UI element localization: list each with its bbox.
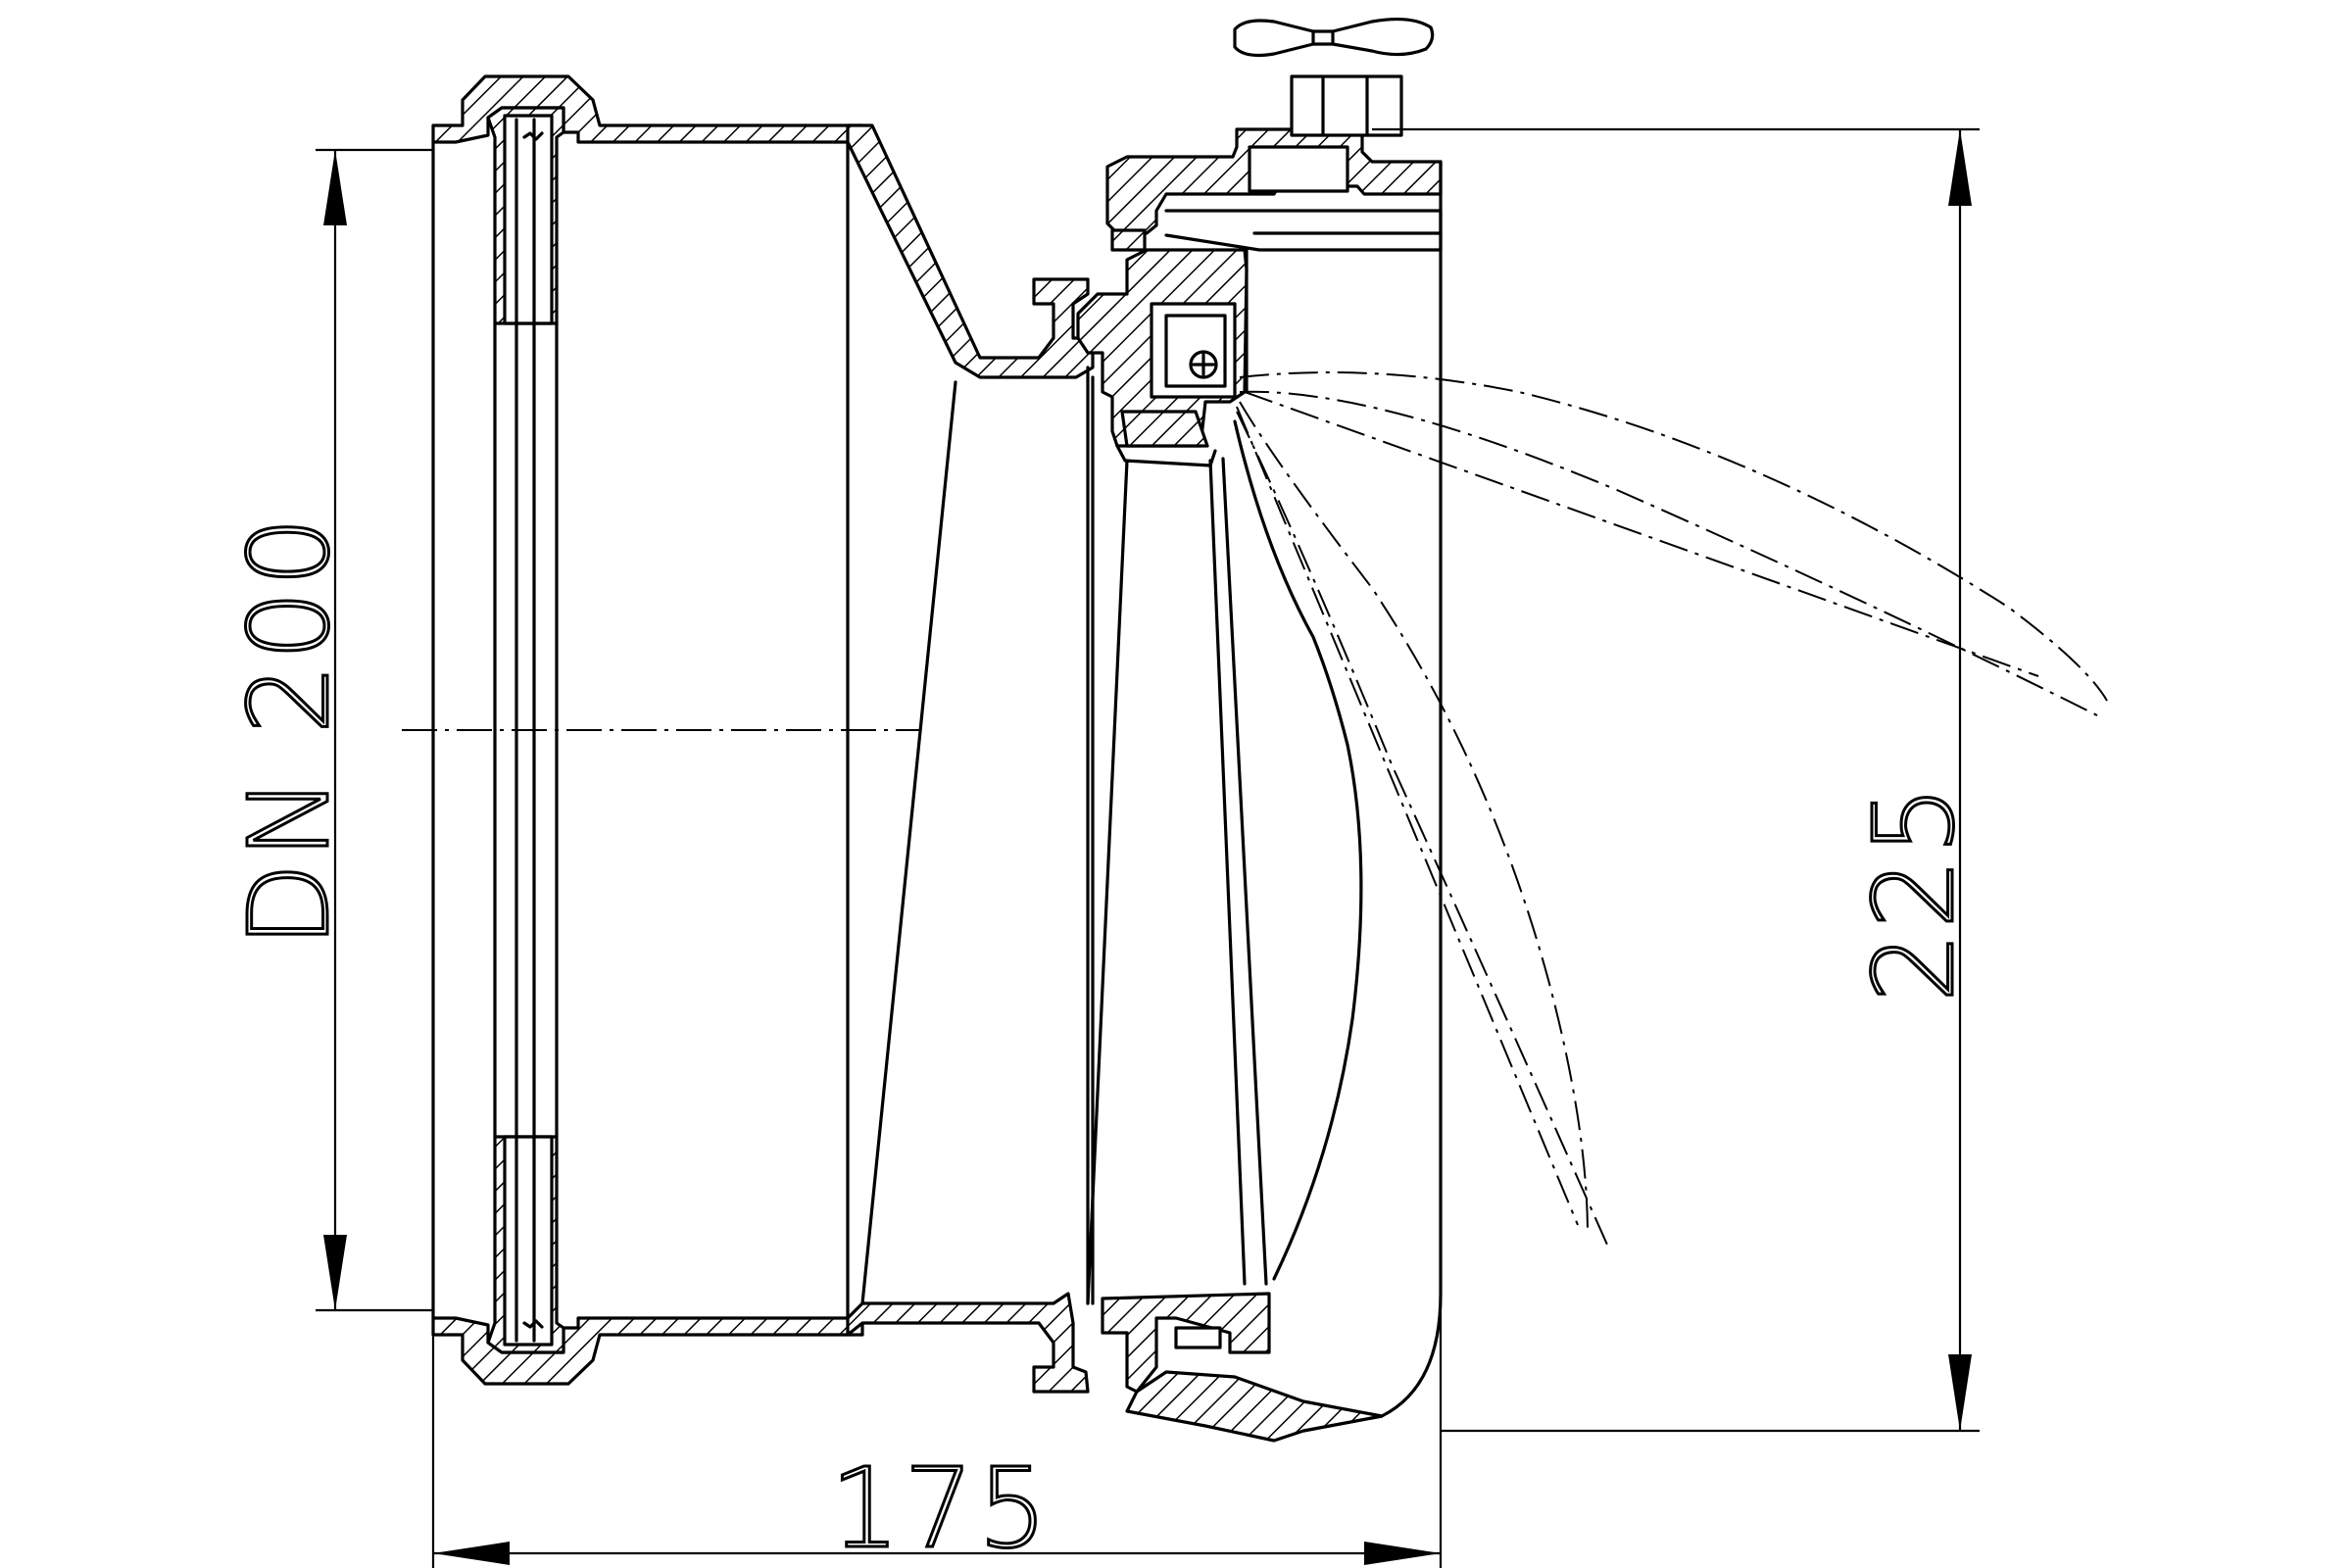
dimension-length: 175 <box>431 1294 1443 1568</box>
socket-bottom <box>431 1135 864 1386</box>
dimension-diameter: DN 200 <box>225 148 433 1312</box>
dimension-height: 225 <box>1372 127 1981 1433</box>
reducer-top <box>846 123 1095 379</box>
height-label: 225 <box>1851 781 1979 1003</box>
flap-open-positions <box>1236 371 2108 1246</box>
hinge-pin <box>1189 350 1218 379</box>
reducer-bottom <box>846 1292 1090 1394</box>
diameter-label: DN 200 <box>226 513 354 947</box>
length-label: 175 <box>830 1446 1052 1568</box>
socket-top <box>431 74 864 325</box>
reducer-cone-line <box>860 380 957 1305</box>
flap-closed <box>1086 459 1129 1305</box>
valve-housing <box>1076 17 1443 1443</box>
